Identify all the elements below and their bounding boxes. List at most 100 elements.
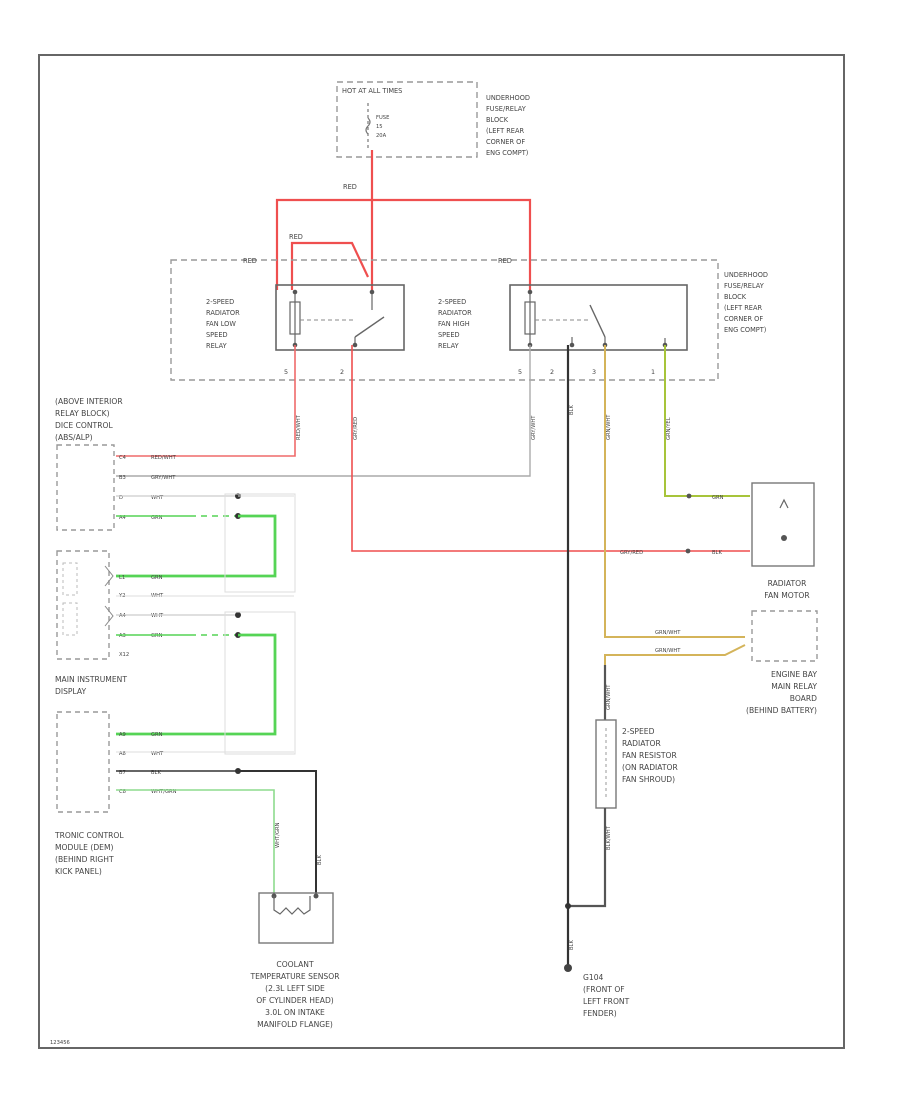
relay-block-location: UNDERHOOD FUSE/RELAY BLOCK (LEFT REAR CO… xyxy=(724,271,768,334)
svg-text:2-SPEED: 2-SPEED xyxy=(622,727,655,736)
splice-ground xyxy=(565,903,571,909)
svg-text:FAN HIGH: FAN HIGH xyxy=(438,320,470,328)
wire-grn-yel xyxy=(664,345,750,497)
svg-text:UNDERHOOD: UNDERHOOD xyxy=(724,271,768,279)
svg-text:(BEHIND BATTERY): (BEHIND BATTERY) xyxy=(746,706,817,715)
svg-text:5: 5 xyxy=(284,368,288,376)
svg-text:ENG COMPT): ENG COMPT) xyxy=(724,326,766,334)
fuse-block-location: UNDERHOOD FUSE/RELAY BLOCK (LEFT REAR CO… xyxy=(486,94,530,157)
radiator-wire-bottom-left-label: GRY/RED xyxy=(620,550,643,556)
svg-text:CORNER OF: CORNER OF xyxy=(486,138,525,146)
svg-text:2: 2 xyxy=(340,368,344,376)
svg-text:UNDERHOOD: UNDERHOOD xyxy=(486,94,530,102)
svg-text:3.0L ON INTAKE: 3.0L ON INTAKE xyxy=(265,1008,325,1017)
fan-resistor xyxy=(595,719,617,809)
fuse-block-header: HOT AT ALL TIMES xyxy=(342,87,402,95)
fan-resistor-wire-bottom: BLK/WHT xyxy=(606,825,612,850)
wire-red-wht xyxy=(116,345,296,457)
svg-text:RADIATOR: RADIATOR xyxy=(438,309,472,317)
instrument-display: MAIN INSTRUMENT DISPLAY A9 GRN A8 WHT B7… xyxy=(55,675,177,813)
relay-pins: 5 2 5 2 3 1 xyxy=(284,368,655,376)
relay-left-wire-top-label: RED xyxy=(289,233,303,241)
svg-text:FUSE/RELAY: FUSE/RELAY xyxy=(724,282,765,290)
svg-text:2-SPEED: 2-SPEED xyxy=(438,298,466,306)
svg-text:RADIATOR: RADIATOR xyxy=(206,309,240,317)
svg-text:WHT: WHT xyxy=(151,751,164,757)
svg-text:BLK: BLK xyxy=(151,770,161,776)
wire-blk-wht xyxy=(568,808,607,908)
svg-text:KICK PANEL): KICK PANEL) xyxy=(55,867,102,876)
svg-text:ENG COMPT): ENG COMPT) xyxy=(486,149,528,157)
svg-text:(ON RADIATOR: (ON RADIATOR xyxy=(622,763,679,772)
svg-text:RELAY BLOCK): RELAY BLOCK) xyxy=(55,409,110,418)
svg-text:TEMPERATURE SENSOR: TEMPERATURE SENSOR xyxy=(250,972,341,981)
svg-text:RELAY: RELAY xyxy=(438,342,460,350)
relay-low-label: 2-SPEED RADIATOR FAN LOW SPEED RELAY xyxy=(206,298,240,350)
svg-text:RADIATOR: RADIATOR xyxy=(768,579,807,588)
svg-text:MANIFOLD FLANGE): MANIFOLD FLANGE) xyxy=(257,1020,333,1029)
svg-text:(ABOVE INTERIOR: (ABOVE INTERIOR xyxy=(55,397,123,406)
svg-text:5: 5 xyxy=(518,368,522,376)
svg-text:C4: C4 xyxy=(119,455,127,461)
svg-text:(LEFT REAR: (LEFT REAR xyxy=(486,127,524,135)
svg-text:GRN/YEL: GRN/YEL xyxy=(666,417,672,440)
svg-text:B7: B7 xyxy=(119,770,126,776)
red-feed-wires xyxy=(275,150,532,290)
svg-text:A4: A4 xyxy=(119,613,127,619)
svg-text:2: 2 xyxy=(550,368,554,376)
svg-text:GRY/WHT: GRY/WHT xyxy=(151,475,176,481)
diagram-border xyxy=(38,54,845,1049)
svg-text:DICE CONTROL: DICE CONTROL xyxy=(55,421,113,430)
svg-text:FUSE/RELAY: FUSE/RELAY xyxy=(486,105,527,113)
svg-text:D: D xyxy=(119,495,123,501)
fan-resistor-label: 2-SPEED RADIATOR FAN RESISTOR (ON RADIAT… xyxy=(622,727,679,784)
svg-text:FAN SHROUD): FAN SHROUD) xyxy=(622,775,675,784)
svg-text:ENGINE BAY: ENGINE BAY xyxy=(771,670,817,679)
relay-block-wire-left: RED xyxy=(243,257,257,265)
svg-text:(2.3L LEFT SIDE: (2.3L LEFT SIDE xyxy=(265,984,325,993)
wire-grn-wht-tan-2 xyxy=(604,644,746,720)
svg-text:DISPLAY: DISPLAY xyxy=(55,687,86,696)
svg-text:FAN RESISTOR: FAN RESISTOR xyxy=(622,751,678,760)
svg-text:CORNER OF: CORNER OF xyxy=(724,315,763,323)
svg-text:A3: A3 xyxy=(119,633,126,639)
svg-text:A9: A9 xyxy=(119,732,126,738)
fan-resistor-wire-top: GRN/WHT xyxy=(606,684,612,710)
svg-text:X12: X12 xyxy=(119,652,129,658)
radiator-wire-top-label: GRN xyxy=(712,495,724,501)
svg-text:RELAY: RELAY xyxy=(206,342,228,350)
svg-text:GRY/RED: GRY/RED xyxy=(353,417,359,440)
radiator-wire-bottom-right-label: BLK xyxy=(712,550,722,556)
svg-text:GRN: GRN xyxy=(151,575,163,581)
engine-bay-block xyxy=(751,610,818,662)
relay-high-speed xyxy=(509,284,688,351)
svg-text:BOARD: BOARD xyxy=(790,694,817,703)
ground-label: G104 (FRONT OF LEFT FRONT FENDER) xyxy=(583,973,630,1018)
svg-text:GRN: GRN xyxy=(151,633,163,639)
fuse-block-top: HOT AT ALL TIMES FUSE 15 20A UNDERHOOD F… xyxy=(336,81,530,158)
wire-wht-grn-sensor xyxy=(116,789,275,896)
relay-high-label: 2-SPEED RADIATOR FAN HIGH SPEED RELAY xyxy=(438,298,472,350)
svg-text:TRONIC CONTROL: TRONIC CONTROL xyxy=(54,831,124,840)
svg-text:LEFT FRONT: LEFT FRONT xyxy=(583,997,630,1006)
svg-text:(LEFT REAR: (LEFT REAR xyxy=(724,304,762,312)
figure-code: 123456 xyxy=(50,1040,70,1046)
svg-text:C8: C8 xyxy=(119,789,126,795)
svg-text:FAN MOTOR: FAN MOTOR xyxy=(764,591,810,600)
ground-wire-label: BLK xyxy=(569,940,575,950)
svg-text:(BEHIND RIGHT: (BEHIND RIGHT xyxy=(55,855,114,864)
svg-text:BLOCK: BLOCK xyxy=(486,116,509,124)
fuse-label-1: FUSE xyxy=(376,115,389,121)
svg-text:GRY/WHT: GRY/WHT xyxy=(531,415,537,440)
engine-bay-wire-b: GRN/WHT xyxy=(655,648,681,654)
svg-text:(ABS/ALP): (ABS/ALP) xyxy=(55,433,93,442)
svg-text:GRN: GRN xyxy=(151,515,163,521)
wire-gry-red xyxy=(351,345,750,552)
svg-text:SPEED: SPEED xyxy=(438,331,460,339)
ecm-label: (ABOVE INTERIOR RELAY BLOCK) DICE CONTRO… xyxy=(55,397,123,442)
engine-bay-label: ENGINE BAY MAIN RELAY BOARD (BEHIND BATT… xyxy=(746,670,817,715)
svg-text:WHT: WHT xyxy=(151,495,164,501)
svg-text:GRN: GRN xyxy=(151,732,163,738)
wire-grn-wht-tan xyxy=(604,345,745,638)
svg-text:G104: G104 xyxy=(583,973,604,982)
